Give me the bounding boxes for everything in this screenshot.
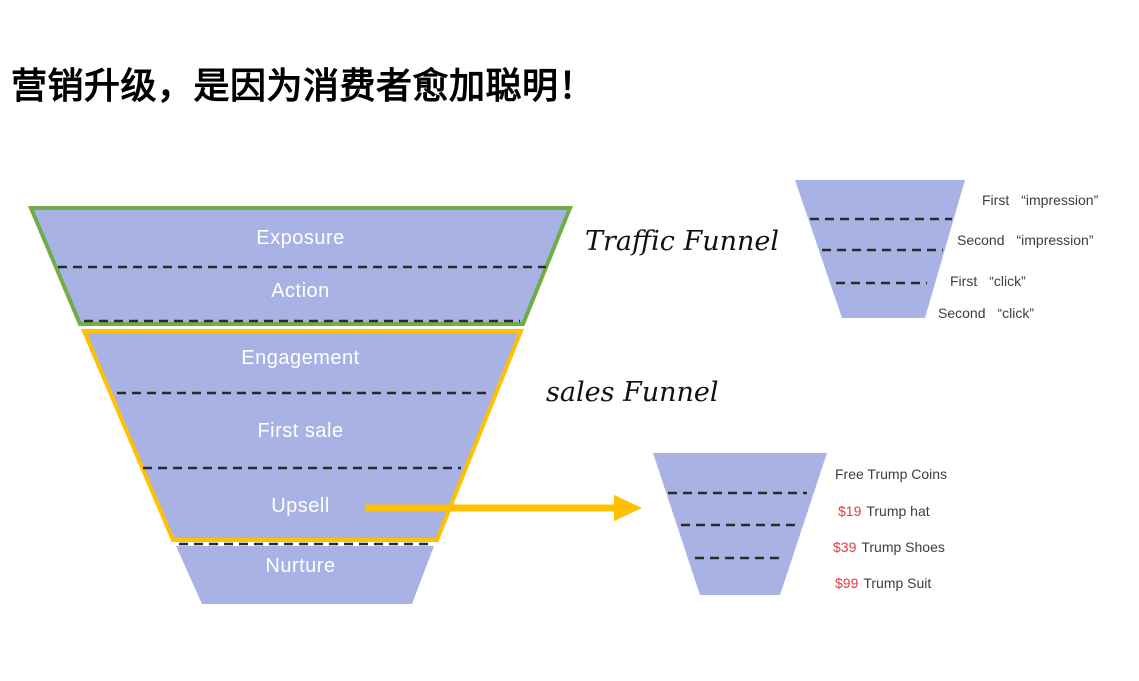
impression-label-1-term: “impression”: [1021, 192, 1099, 208]
trump-label-4-item: Trump Suit: [863, 575, 932, 591]
funnel-label-action: Action: [271, 280, 330, 302]
impression-label-2-stage: Second: [957, 232, 1005, 248]
impression-label-4: Second “click”: [938, 305, 1034, 321]
funnel-label-first-sale: First sale: [257, 420, 344, 442]
impression-label-3: First “click”: [950, 273, 1026, 289]
impression-label-1: First “impression”: [982, 192, 1098, 208]
trump-label-1-item: Free Trump Coins: [835, 466, 948, 482]
trump-label-2-item: Trump hat: [866, 503, 930, 519]
impression-label-1-stage: First: [982, 192, 1010, 208]
trump-label-2: $19 Trump hat: [838, 503, 930, 519]
sales-funnel-shape: [80, 329, 524, 542]
trump-label-4-price: $99: [835, 575, 859, 591]
funnel-label-exposure: Exposure: [256, 227, 345, 249]
nurture-funnel-shape: [176, 546, 434, 604]
main-funnel-dividers: [58, 265, 546, 546]
page-title: 营销升级，是因为消费者愈加聪明！: [11, 65, 596, 106]
impression-label-4-term: “click”: [997, 305, 1035, 321]
trump-label-3: $39 Trump Shoes: [833, 539, 945, 555]
impression-label-2-term: “impression”: [1016, 232, 1094, 248]
impression-label-4-stage: Second: [938, 305, 986, 321]
impression-label-3-term: “click”: [989, 273, 1026, 289]
sales-funnel-caption: sales Funnel: [546, 377, 719, 408]
funnel-label-nurture: Nurture: [265, 555, 336, 577]
trump-label-4: $99 Trump Suit: [835, 575, 931, 591]
trump-label-1: Free Trump Coins: [835, 466, 947, 482]
impression-funnel-shape: [795, 180, 965, 318]
impression-label-2: Second “impression”: [957, 232, 1094, 248]
impression-funnel-dividers: [810, 217, 952, 285]
funnel-label-upsell: Upsell: [271, 495, 330, 517]
traffic-funnel-caption: Traffic Funnel: [585, 226, 779, 257]
trump-funnel-dividers: [668, 491, 807, 560]
trump-label-3-price: $39: [833, 539, 857, 555]
trump-funnel-shape: [653, 453, 827, 595]
impression-label-3-stage: First: [950, 273, 978, 289]
trump-label-3-item: Trump Shoes: [861, 539, 945, 555]
funnel-label-engagement: Engagement: [241, 347, 360, 369]
upsell-arrow-head-icon: [614, 495, 642, 521]
trump-label-2-price: $19: [838, 503, 862, 519]
